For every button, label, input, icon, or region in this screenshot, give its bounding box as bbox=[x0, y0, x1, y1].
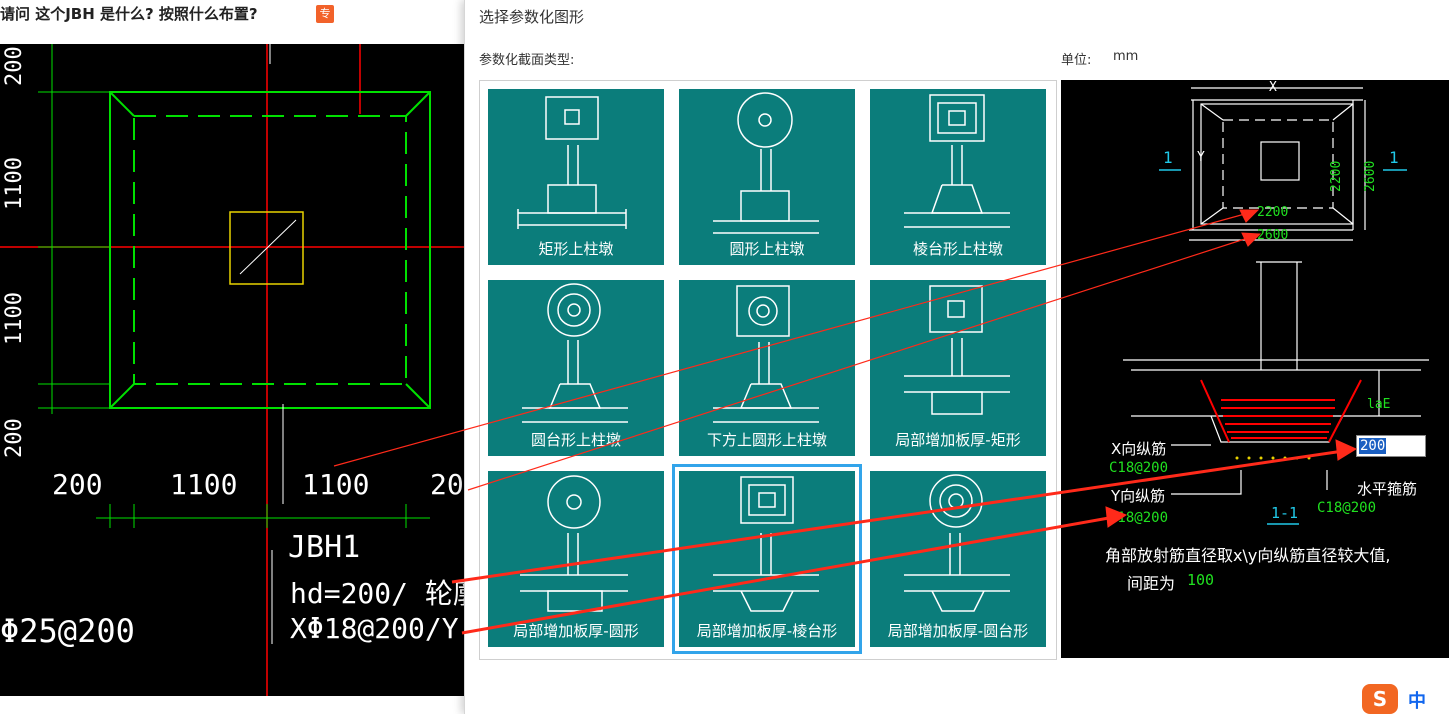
note-line-2-prefix: 间距为 bbox=[1127, 574, 1176, 593]
tile-label: 圆形上柱墩 bbox=[729, 240, 805, 258]
plan-dim-2200: 2200 bbox=[1257, 205, 1289, 220]
stirrup-spacing-input[interactable]: 200 bbox=[1356, 435, 1426, 457]
section-mark-right: 1 bbox=[1389, 148, 1399, 167]
section-mark-left: 1 bbox=[1163, 148, 1173, 167]
unit-label: 单位: bbox=[1061, 53, 1092, 68]
cad-drawing-left: 200 1100 1100 200 200 1100 1100 20 JBH1 … bbox=[0, 44, 481, 696]
plan-dim-x: X bbox=[1269, 80, 1277, 95]
note-line-1: 角部放射筋直径取x\y向纵筋直径较大值, bbox=[1105, 546, 1391, 565]
section-title: 1-1 bbox=[1271, 504, 1299, 522]
dim-vertical-0: 200 bbox=[2, 46, 27, 86]
expert-badge: 专 bbox=[316, 5, 334, 23]
lae-label: laE bbox=[1367, 397, 1391, 412]
stirrup-value: C18@200 bbox=[1317, 500, 1377, 516]
y-rebar-label: Y向纵筋 bbox=[1111, 487, 1166, 505]
y-rebar-value: C18@200 bbox=[1109, 510, 1169, 526]
tile-round-column-pier[interactable]: 圆形上柱墩 bbox=[679, 89, 855, 265]
param-shape-dialog: 选择参数化图形 参数化截面类型: 单位: mm 矩形上柱墩 bbox=[464, 0, 1449, 714]
plan-dim-2200-vertical: 2200 bbox=[1329, 160, 1344, 192]
tile-slab-thicken-rect[interactable]: 局部增加板厚-矩形 bbox=[870, 280, 1046, 456]
jbh-tag-line2: hd=200/ 轮廓 bbox=[290, 577, 481, 610]
dim-vertical-2: 1100 bbox=[2, 292, 27, 345]
tile-label: 矩形上柱墩 bbox=[538, 240, 614, 258]
tile-slab-thicken-frustum[interactable]: 局部增加板厚-棱台形 bbox=[672, 464, 862, 654]
tile-label: 局部增加板厚-矩形 bbox=[895, 431, 1021, 449]
bottom-strip bbox=[0, 696, 464, 714]
dim-vertical-3: 200 bbox=[2, 418, 27, 458]
unit-value: mm bbox=[1113, 49, 1139, 64]
dim-vertical-1: 1100 bbox=[2, 157, 27, 210]
tile-round-frustum-column-pier[interactable]: 圆台形上柱墩 bbox=[488, 280, 664, 456]
jbh-tag-line3: XΦ18@200/Y bbox=[290, 612, 459, 645]
tile-label: 下方上圆形上柱墩 bbox=[706, 431, 827, 449]
ime-mode: 中 bbox=[1408, 691, 1426, 712]
tile-label: 局部增加板厚-圆形 bbox=[513, 622, 639, 640]
rebar-tag-left: Φ25@200 bbox=[0, 612, 135, 650]
tile-label: 棱台形上柱墩 bbox=[912, 240, 1003, 258]
plan-dim-2600: 2600 bbox=[1257, 228, 1289, 243]
x-rebar-label: X向纵筋 bbox=[1111, 440, 1167, 458]
sogou-logo-icon: S bbox=[1362, 684, 1398, 714]
note-line-2-value: 100 bbox=[1187, 571, 1215, 589]
question-header: 请问 这个JBH 是什么? 按照什么布置? 专 bbox=[0, 0, 464, 44]
tile-rect-column-pier[interactable]: 矩形上柱墩 bbox=[488, 89, 664, 265]
stirrup-label: 水平箍筋 bbox=[1357, 480, 1418, 498]
dim-horizontal-3: 20 bbox=[430, 468, 464, 501]
jbh-tag-title: JBH1 bbox=[288, 530, 361, 565]
dim-horizontal-1: 1100 bbox=[170, 468, 238, 501]
shape-grid: 矩形上柱墩 圆形上柱墩 棱台形上 bbox=[479, 80, 1057, 660]
ime-indicator[interactable]: S 中 bbox=[1362, 684, 1449, 714]
tile-slab-thicken-round-frustum[interactable]: 局部增加板厚-圆台形 bbox=[870, 471, 1046, 647]
tile-label: 局部增加板厚-圆台形 bbox=[887, 622, 1029, 640]
dialog-title: 选择参数化图形 bbox=[479, 8, 585, 26]
plan-dim-y: Y bbox=[1197, 150, 1205, 165]
shape-preview: X Y 1 1 2200 2600 2200 2600 laE X向纵筋 C18… bbox=[1061, 80, 1449, 658]
tile-slab-thicken-round[interactable]: 局部增加板厚-圆形 bbox=[488, 471, 664, 647]
dim-horizontal-0: 200 bbox=[52, 468, 103, 501]
plan-dim-2600-vertical: 2600 bbox=[1363, 160, 1378, 192]
question-title: 请问 这个JBH 是什么? 按照什么布置? bbox=[0, 5, 258, 23]
tile-frustum-column-pier[interactable]: 棱台形上柱墩 bbox=[870, 89, 1046, 265]
input-selected-text: 200 bbox=[1359, 438, 1387, 454]
section-type-label: 参数化截面类型: bbox=[479, 53, 575, 68]
x-rebar-value: C18@200 bbox=[1109, 460, 1169, 476]
tile-label: 局部增加板厚-棱台形 bbox=[696, 622, 838, 640]
dim-horizontal-2: 1100 bbox=[302, 468, 370, 501]
tile-label: 圆台形上柱墩 bbox=[530, 431, 621, 449]
tile-square-round-column-pier[interactable]: 下方上圆形上柱墩 bbox=[679, 280, 855, 456]
